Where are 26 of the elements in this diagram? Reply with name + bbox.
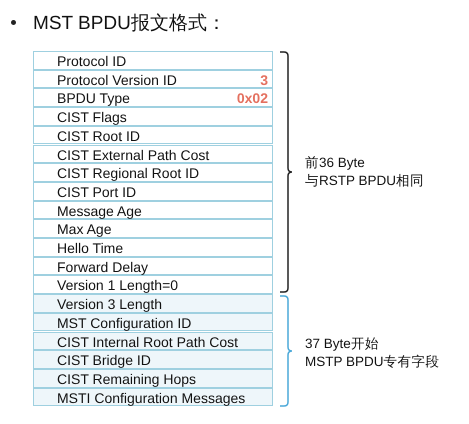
field-value: 3: [260, 72, 268, 88]
field-name: Forward Delay: [57, 258, 148, 275]
field-name: CIST Remaining Hops: [57, 370, 196, 387]
field-name: CIST External Path Cost: [57, 146, 210, 162]
field-name: CIST Root ID: [57, 128, 140, 144]
note-text: 37 Byte开始: [305, 336, 379, 352]
field-name: Version 1 Length=0: [57, 277, 178, 294]
field-name: CIST Regional Root ID: [57, 165, 200, 182]
field-name: MSTI Configuration Messages: [57, 390, 246, 406]
field-name: Message Age: [57, 202, 142, 219]
field-name: MST Configuration ID: [57, 314, 192, 331]
field-name: Version 3 Length: [57, 296, 162, 312]
title: MST BPDU报文格式：: [33, 12, 226, 36]
field-name: Protocol ID: [57, 53, 126, 69]
field-name: CIST Port ID: [57, 184, 136, 200]
field-value: 0x02: [236, 90, 268, 106]
note-text: 与RSTP BPDU相同: [305, 173, 424, 189]
field-name: Hello Time: [57, 240, 124, 256]
field-name: Protocol Version ID: [57, 72, 177, 88]
field-name: BPDU Type: [57, 90, 130, 106]
field-name: CIST Flags: [57, 109, 127, 126]
field-name: CIST Bridge ID: [57, 352, 151, 368]
field-name: CIST Internal Root Path Cost: [57, 334, 238, 350]
note-text: MSTP BPDU专有字段: [305, 354, 440, 370]
field-name: Max Age: [57, 221, 112, 238]
note-text: 前36 Byte: [305, 155, 365, 171]
